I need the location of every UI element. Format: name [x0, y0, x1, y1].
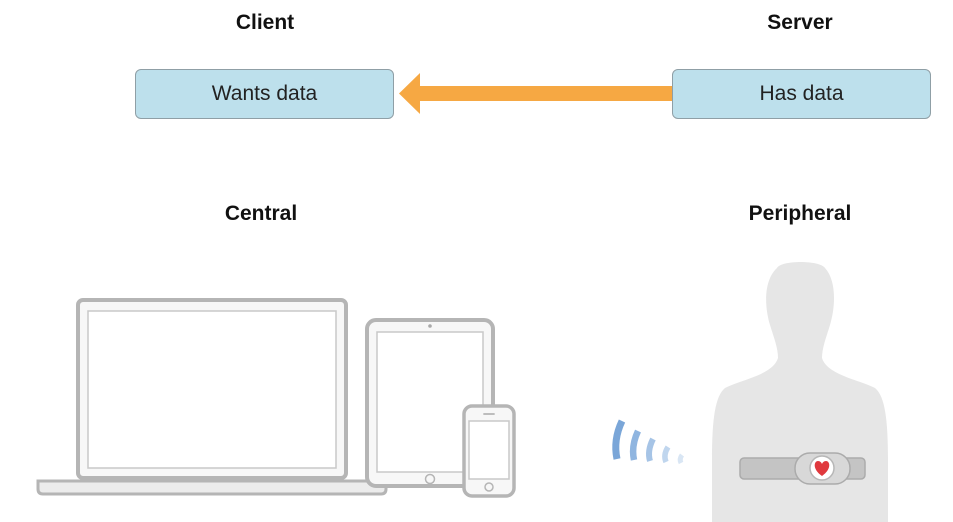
central-title: Central — [224, 202, 298, 225]
data-flow-arrow — [399, 73, 672, 114]
signal-waves-icon — [612, 419, 685, 465]
person-silhouette — [712, 262, 888, 522]
peripheral-title: Peripheral — [748, 202, 852, 225]
client-box: Wants data — [135, 69, 394, 119]
client-title: Client — [235, 11, 295, 34]
heart-icon — [814, 461, 830, 476]
laptop-icon — [36, 298, 388, 496]
phone-icon — [462, 404, 516, 498]
server-title: Server — [767, 11, 833, 34]
server-box: Has data — [672, 69, 931, 119]
heart-rate-strap-icon — [739, 452, 866, 485]
tablet-icon — [365, 318, 495, 488]
